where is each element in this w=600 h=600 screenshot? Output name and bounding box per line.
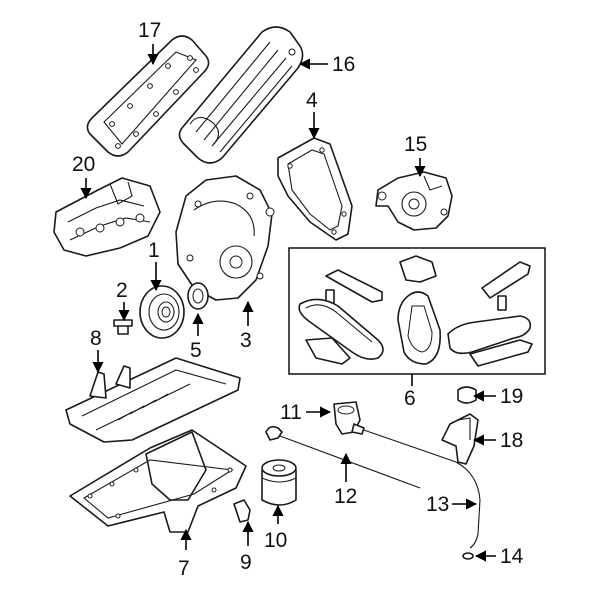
windage-tray-drawing (65, 357, 241, 443)
callout-6: 6 (404, 387, 416, 410)
callout-2: 2 (116, 279, 128, 302)
callout-3: 3 (240, 329, 252, 352)
callout-20: 20 (72, 153, 96, 176)
callout-12: 12 (334, 485, 358, 508)
timing-cover-drawing (175, 175, 275, 301)
water-pump-drawing (375, 171, 453, 231)
oil-cap-drawing (457, 386, 477, 404)
valve-cover-drawing (178, 26, 304, 164)
callout-7: 7 (178, 557, 190, 580)
leader-lines (80, 44, 496, 562)
timing-kit-drawing (288, 247, 546, 375)
callout-17: 17 (138, 19, 162, 42)
valve-cover-gasket-drawing (86, 35, 210, 157)
cover-plate-drawing (277, 137, 353, 241)
callout-5: 5 (190, 339, 202, 362)
callout-1: 1 (148, 239, 160, 262)
bolt-drawing (113, 319, 133, 335)
callout-13: 13 (426, 493, 450, 516)
drain-plug-drawing (233, 499, 251, 523)
oil-filter-drawing (261, 459, 297, 506)
damper-drawing (139, 285, 185, 339)
callout-10: 10 (264, 529, 288, 552)
callout-19: 19 (500, 385, 524, 408)
intake-manifold-drawing (53, 177, 161, 257)
callout-8: 8 (90, 327, 102, 350)
callout-16: 16 (332, 53, 356, 76)
callout-15: 15 (404, 133, 428, 156)
callout-11: 11 (280, 401, 302, 424)
callout-4: 4 (306, 89, 318, 112)
callout-9: 9 (240, 551, 252, 574)
o-ring-drawing (462, 552, 474, 560)
seal-drawing (187, 282, 209, 310)
filler-tube-drawing (441, 413, 479, 465)
callout-18: 18 (500, 429, 524, 452)
callout-14: 14 (500, 545, 524, 568)
oil-pan-drawing (69, 429, 247, 533)
dipstick-tube-drawing (351, 423, 481, 549)
